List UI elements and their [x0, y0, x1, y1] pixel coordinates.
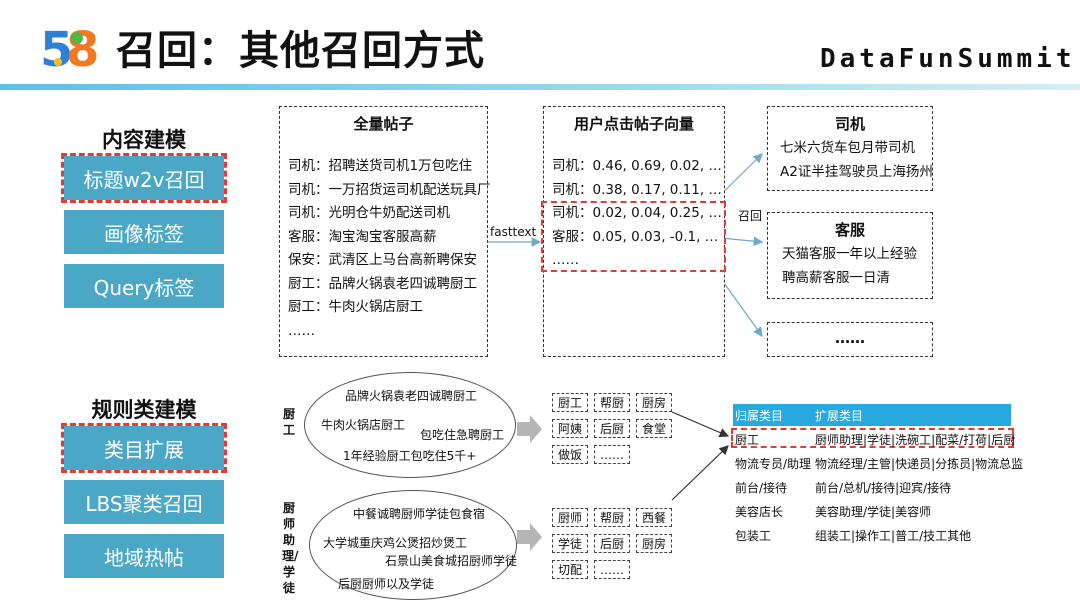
- company-logo: 5 8: [40, 22, 102, 78]
- table-cell: 前台/接待: [735, 481, 788, 495]
- tag-cell: 厨师: [552, 508, 588, 527]
- btn-query-tags[interactable]: Query标签: [64, 264, 224, 308]
- cluster2-post: 大学城重庆鸡公煲招炒煲工: [323, 536, 468, 550]
- result-title: ……: [835, 329, 865, 347]
- cluster1-post: 1年经验厨工包吃住5千+: [343, 449, 477, 463]
- post-line: 司机：招聘送货司机1万包吃住: [288, 158, 473, 174]
- btn-lbs-cluster-recall[interactable]: LBS聚类召回: [64, 480, 224, 524]
- cluster2-post: 石景山美食城招厨师学徒: [385, 554, 518, 568]
- tag-cell: 阿姨: [552, 419, 588, 438]
- tag-cell: 厨房: [636, 534, 672, 553]
- tag-cell: 做饭: [552, 445, 588, 464]
- col-header-category: 归属类目: [735, 409, 784, 423]
- post-line: 保安：武清区上马台高新聘保安: [288, 252, 477, 268]
- table-cell: 前台/总机/接待|迎宾/接待: [815, 481, 952, 495]
- edge-label-recall: 召回: [738, 209, 763, 223]
- edge-label-fasttext: fasttext: [490, 225, 537, 239]
- cluster2-ellipse: [309, 490, 517, 600]
- tag-cell: 切配: [552, 560, 588, 579]
- post-line: ……: [288, 322, 315, 339]
- table-cell: 美容店长: [735, 505, 784, 519]
- result-line: 天猫客服一年以上经验: [782, 246, 917, 262]
- post-line: 厨工：品牌火锅袁老四诚聘厨工: [288, 275, 477, 292]
- table-cell: 组装工|操作工|普工/技工其他: [815, 529, 972, 543]
- cluster-label-chef-assistant: 厨师助理/学徒: [282, 500, 299, 596]
- btn-region-hot-posts[interactable]: 地域热帖: [64, 534, 224, 578]
- table-cell: 美容助理/学徒|美容师: [815, 505, 932, 519]
- section-title-content-modeling: 内容建模: [102, 128, 186, 152]
- click-vector-title: 用户点击帖子向量: [573, 115, 694, 133]
- cluster1-post: 包吃住急聘厨工: [420, 428, 505, 442]
- tag-cell: 厨工: [552, 393, 588, 412]
- result-box-driver: 司机 七米六货车包月带司机 A2证半挂驾驶员上海扬州: [767, 106, 933, 191]
- post-line: 客服：淘宝淘宝客服高薪: [288, 228, 437, 245]
- vector-highlight: [541, 201, 726, 272]
- svg-text:5: 5: [40, 22, 73, 74]
- cluster1-ellipse: [304, 372, 516, 478]
- tag-cell: 后厨: [594, 534, 630, 553]
- tag-cell: 后厨: [594, 419, 630, 438]
- vector-line: 司机：0.38, 0.17, 0.11, …: [552, 181, 722, 198]
- btn-title-w2v-recall[interactable]: 标题w2v召回: [61, 153, 227, 203]
- table-cell: 厨工: [735, 433, 760, 447]
- cluster1-post: 品牌火锅袁老四诚聘厨工: [345, 389, 478, 403]
- cluster-label-kitchen-worker: 厨工: [282, 407, 295, 437]
- vector-line: ……: [552, 252, 579, 268]
- tag-cell: 帮厨: [594, 508, 630, 527]
- col-header-expansion: 扩展类目: [815, 409, 864, 423]
- category-table-header: 归属类目 扩展类目: [733, 404, 1011, 426]
- tag-cell: 西餐: [636, 508, 672, 527]
- btn-profile-tags[interactable]: 画像标签: [64, 210, 224, 254]
- cluster2-post: 中餐诚聘厨师学徒包食宿: [353, 507, 486, 521]
- all-posts-box: 全量帖子 司机：招聘送货司机1万包吃住 司机：一万招货运司机配送玩具厂 司机：光…: [279, 106, 491, 357]
- brand-watermark: DataFunSummit: [820, 44, 1076, 74]
- section-title-rule-modeling: 规则类建模: [91, 398, 197, 422]
- all-posts-title: 全量帖子: [353, 115, 414, 133]
- tag-cell: 厨房: [636, 393, 672, 412]
- result-box-service: 客服 天猫客服一年以上经验 聘高薪客服一日清: [767, 212, 933, 299]
- tag-cell: 帮厨: [594, 393, 630, 412]
- vector-line: 司机：0.02, 0.04, 0.25, …: [552, 205, 722, 221]
- result-line: 七米六货车包月带司机: [780, 140, 915, 156]
- cluster1-post: 牛肉火锅店厨工: [321, 418, 406, 432]
- header-divider: [0, 84, 1080, 90]
- result-line: A2证半挂驾驶员上海扬州: [780, 163, 933, 180]
- table-cell: 包装工: [735, 529, 772, 543]
- table-cell: 物流经理/主管|快递员|分拣员|物流总监: [815, 457, 1024, 471]
- svg-text:8: 8: [66, 22, 99, 74]
- post-line: 司机：一万招货运司机配送玩具厂: [288, 181, 491, 198]
- btn-category-expansion[interactable]: 类目扩展: [61, 423, 227, 473]
- result-title: 客服: [834, 221, 865, 239]
- page-title: 召回：其他召回方式: [116, 28, 485, 74]
- tag-cell: 学徒: [552, 534, 588, 553]
- cluster2-post: 后厨厨师以及学徒: [338, 577, 435, 591]
- table-cell: 厨师助理|学徒|洗碗工|配菜/打荷|后厨: [815, 433, 1016, 447]
- click-vector-box: 用户点击帖子向量 司机：0.46, 0.69, 0.02, … 司机：0.38,…: [543, 106, 725, 357]
- post-line: 厨工：牛肉火锅店厨工: [288, 299, 423, 315]
- table-row-highlight: [731, 428, 1014, 448]
- result-box-more: ……: [767, 322, 933, 357]
- cluster2-label-text: 厨师助理/学徒: [282, 501, 299, 595]
- tag-cell: ……: [594, 445, 630, 464]
- vector-line: 客服：0.05, 0.03, -0.1, …: [552, 228, 719, 245]
- tag-cell: ……: [594, 560, 630, 579]
- post-line: 司机：光明仓牛奶配送司机: [288, 205, 450, 221]
- result-line: 聘高薪客服一日清: [782, 269, 890, 286]
- table-cell: 物流专员/助理: [735, 457, 812, 471]
- vector-line: 司机：0.46, 0.69, 0.02, …: [552, 158, 722, 174]
- result-title: 司机: [834, 115, 865, 133]
- tag-cell: 食堂: [636, 419, 672, 438]
